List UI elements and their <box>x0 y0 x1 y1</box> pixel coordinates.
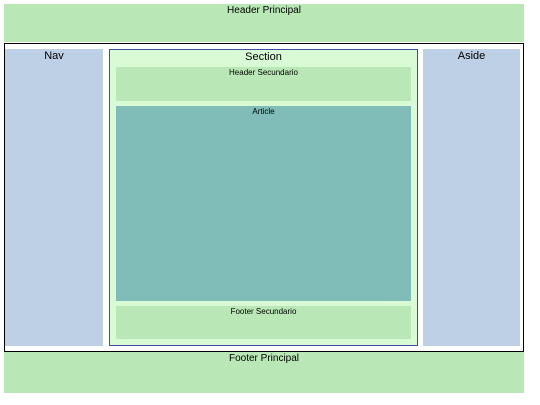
footer-secundario-block: Footer Secundario <box>116 306 411 339</box>
header-secundario-block: Header Secundario <box>116 67 411 101</box>
nav-label: Nav <box>44 50 64 62</box>
footer-principal-label: Footer Principal <box>228 353 300 364</box>
article-label: Article <box>252 107 275 116</box>
header-secundario-label: Header Secundario <box>229 68 298 77</box>
nav-block: Nav <box>5 49 103 346</box>
aside-block: Aside <box>423 49 520 346</box>
footer-secundario-label: Footer Secundario <box>230 307 297 316</box>
article-block: Article <box>116 106 411 301</box>
header-principal-label: Header Principal <box>227 5 301 16</box>
section-label: Section <box>245 51 282 63</box>
aside-label: Aside <box>457 50 486 62</box>
footer-principal-block: Footer Principal <box>4 352 524 393</box>
header-principal-block: Header Principal <box>4 4 524 42</box>
